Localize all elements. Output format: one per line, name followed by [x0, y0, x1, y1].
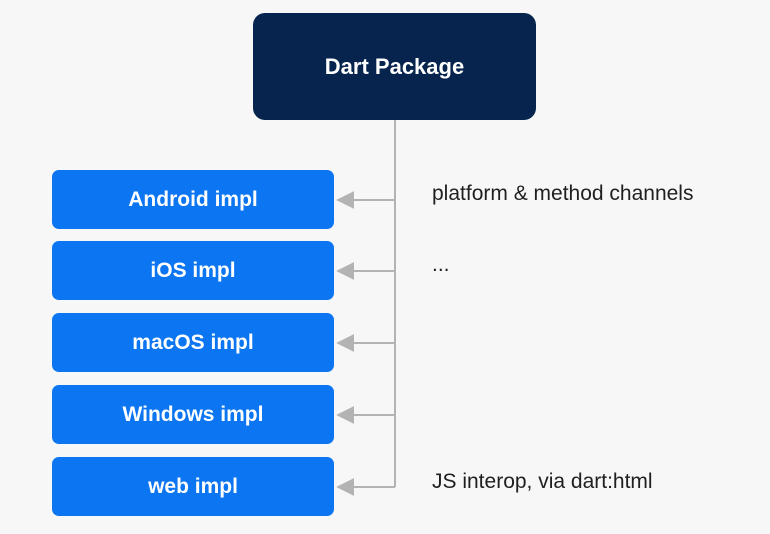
windows-impl-label: Windows impl — [122, 402, 264, 426]
channels-note: platform & method channels — [432, 182, 694, 205]
web-impl-box: web impl — [52, 457, 334, 516]
js-interop-note: JS interop, via dart:html — [432, 470, 653, 493]
macos-impl-label: macOS impl — [132, 330, 254, 354]
ellipsis-note: ... — [432, 253, 450, 276]
ios-impl-label: iOS impl — [150, 258, 236, 282]
macos-impl-box: macOS impl — [52, 313, 334, 372]
windows-impl-box: Windows impl — [52, 385, 334, 444]
web-impl-label: web impl — [148, 474, 238, 498]
android-impl-box: Android impl — [52, 170, 334, 229]
dart-package-label: Dart Package — [324, 53, 465, 79]
ios-impl-box: iOS impl — [52, 241, 334, 300]
android-impl-label: Android impl — [128, 187, 258, 211]
dart-package-box: Dart Package — [253, 13, 536, 120]
